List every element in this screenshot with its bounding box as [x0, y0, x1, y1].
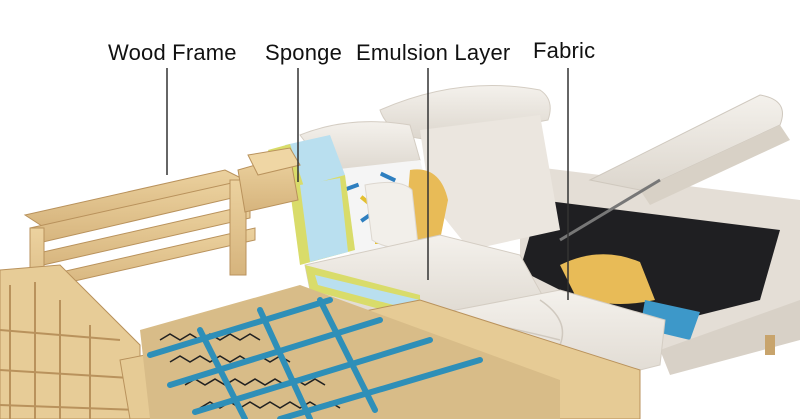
leader-lines — [166, 68, 569, 300]
label-fabric: Fabric — [533, 38, 596, 63]
label-sponge: Sponge — [265, 40, 343, 65]
label-emulsion-layer: Emulsion Layer — [356, 40, 511, 65]
label-wood-frame: Wood Frame — [108, 40, 237, 65]
yellow-pillow-storage — [560, 254, 655, 304]
spring-base — [140, 285, 560, 419]
